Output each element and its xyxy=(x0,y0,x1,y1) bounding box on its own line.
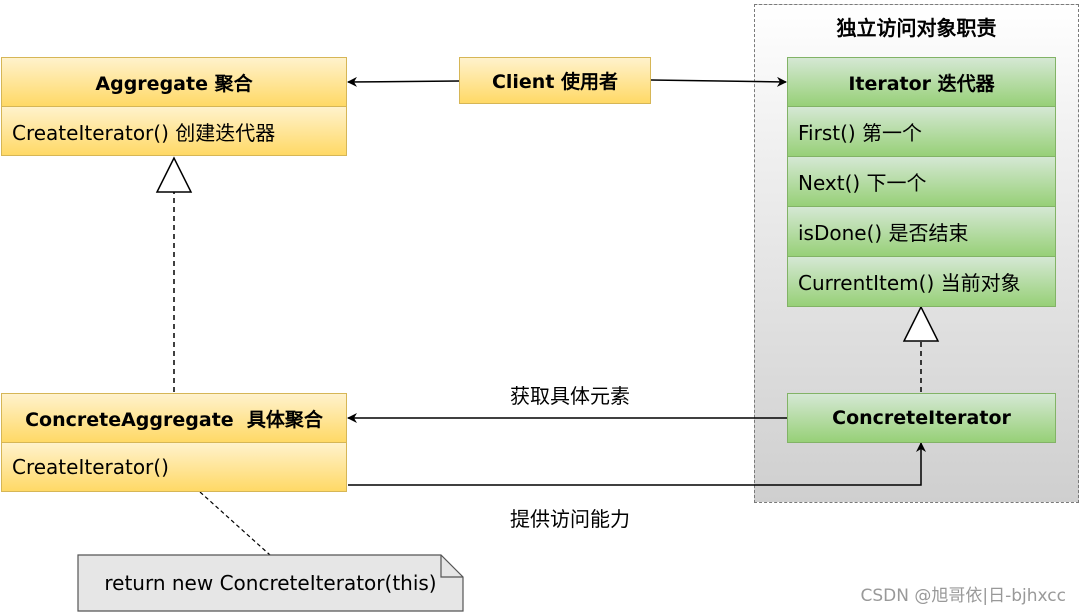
iterator-method-label: First() 第一个 xyxy=(798,121,923,145)
client-box[interactable]: Client 使用者 xyxy=(459,57,651,104)
get-elements-label: 获取具体元素 xyxy=(510,384,630,408)
concrete-aggregate-title: ConcreteAggregate 具体聚合 xyxy=(25,408,323,431)
iterator-method-row[interactable]: CurrentItem() 当前对象 xyxy=(787,256,1056,307)
concrete-aggregate-method-row[interactable]: CreateIterator() xyxy=(1,442,347,492)
note-text: return new ConcreteIterator(this) xyxy=(104,571,437,595)
client-to-aggregate-arrow xyxy=(347,76,460,87)
note-fold xyxy=(440,555,463,578)
watermark: CSDN @旭哥依|日-bjhxcc xyxy=(860,586,1066,606)
client-to-iterator-arrow xyxy=(650,76,787,87)
concrete-aggregate-class-header[interactable]: ConcreteAggregate 具体聚合 xyxy=(1,393,347,443)
iterator-method-row[interactable]: isDone() 是否结束 xyxy=(787,206,1056,257)
concrete-iterator-title: ConcreteIterator xyxy=(832,407,1011,429)
aggregate-method-label: CreateIterator() 创建迭代器 xyxy=(12,120,276,145)
note-shape xyxy=(77,554,464,612)
concrete-iterator-box[interactable]: ConcreteIterator xyxy=(787,393,1056,443)
client-title: Client 使用者 xyxy=(491,71,619,93)
note-connector xyxy=(199,491,271,556)
iterator-method-row[interactable]: First() 第一个 xyxy=(787,106,1056,157)
aggregate-realization-triangle xyxy=(155,156,193,193)
iterator-method-label: isDone() 是否结束 xyxy=(798,221,969,245)
aggregate-title: Aggregate 聚合 xyxy=(95,72,253,95)
iterator-method-label: CurrentItem() 当前对象 xyxy=(798,271,1021,295)
iterator-method-label: Next() 下一个 xyxy=(798,171,927,195)
iterator-realization-triangle xyxy=(902,305,940,342)
aggregate-method-row[interactable]: CreateIterator() 创建迭代器 xyxy=(1,106,347,156)
provide-access-label: 提供访问能力 xyxy=(510,507,630,531)
concrete-aggregate-method-label: CreateIterator() xyxy=(12,455,169,479)
group-title: 独立访问对象职责 xyxy=(836,16,997,40)
aggregate-class-header[interactable]: Aggregate 聚合 xyxy=(1,57,347,107)
iterator-method-row[interactable]: Next() 下一个 xyxy=(787,156,1056,207)
iterator-title: Iterator 迭代器 xyxy=(848,72,995,95)
iterator-class-header[interactable]: Iterator 迭代器 xyxy=(787,57,1056,107)
provide-access-arrow xyxy=(348,442,926,486)
